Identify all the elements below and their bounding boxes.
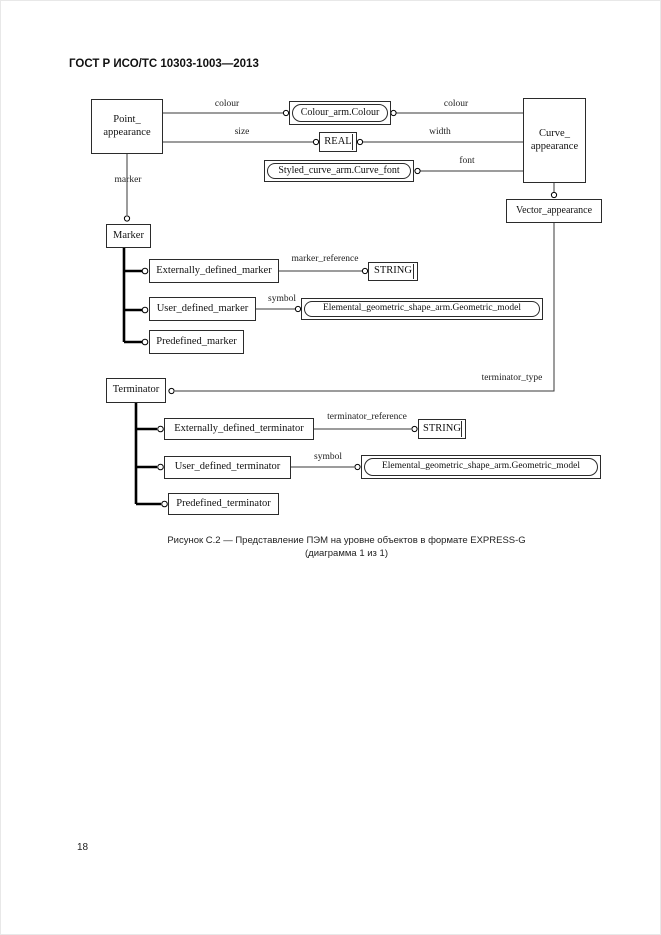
edge-label-width: width bbox=[429, 127, 451, 137]
entity-box-predefined-marker: Predefined_marker bbox=[149, 330, 244, 354]
entity-box-curve-appearance: Curve_ appearance bbox=[523, 98, 586, 183]
interschema-ref-shape: Colour_arm.Colour bbox=[292, 104, 388, 122]
page-header-title: ГОСТ Р ИСО/ТС 10303-1003—2013 bbox=[69, 58, 259, 70]
entity-label: User_defined_terminator bbox=[174, 461, 281, 473]
entity-box-predefined-terminator: Predefined_terminator bbox=[168, 493, 279, 515]
figure-caption-line2: (диаграмма 1 из 1) bbox=[305, 548, 388, 559]
type-box-string-terminator: STRING bbox=[418, 419, 466, 439]
edge-label-terminator-reference: terminator_reference bbox=[327, 412, 407, 422]
entity-box-externally-defined-terminator: Externally_defined_terminator bbox=[164, 418, 314, 440]
entity-label: Curve_ appearance bbox=[530, 128, 579, 152]
type-box-string-marker: STRING bbox=[368, 262, 418, 281]
entity-label: Predefined_marker bbox=[156, 335, 237, 347]
simple-type-double-bar bbox=[413, 264, 414, 279]
ref-label: Elemental_geometric_shape_arm.Geometric_… bbox=[322, 303, 522, 314]
ref-box-elemental-geometric-marker: Elemental_geometric_shape_arm.Geometric_… bbox=[301, 298, 543, 320]
entity-box-vector-appearance: Vector_appearance bbox=[506, 199, 602, 223]
simple-type-double-bar bbox=[461, 421, 462, 437]
edge-label-terminator-type: terminator_type bbox=[481, 373, 543, 383]
type-label: STRING bbox=[423, 422, 461, 434]
interschema-ref-shape: Styled_curve_arm.Curve_font bbox=[267, 163, 411, 179]
interschema-ref-shape: Elemental_geometric_shape_arm.Geometric_… bbox=[304, 301, 540, 317]
edge-label-marker-reference: marker_reference bbox=[291, 254, 359, 264]
edge-label-colour-right: colour bbox=[443, 99, 469, 109]
edge-label-marker: marker bbox=[114, 175, 142, 185]
entity-box-user-defined-marker: User_defined_marker bbox=[149, 297, 256, 321]
entity-box-user-defined-terminator: User_defined_terminator bbox=[164, 456, 291, 479]
entity-label: Marker bbox=[113, 229, 144, 241]
entity-box-externally-defined-marker: Externally_defined_marker bbox=[149, 259, 279, 283]
type-label: STRING bbox=[374, 265, 412, 277]
entity-label: Predefined_terminator bbox=[176, 497, 271, 509]
entity-box-point-appearance: Point_ appearance bbox=[91, 99, 163, 154]
type-box-real: REAL bbox=[319, 132, 357, 152]
ref-label: Colour_arm.Colour bbox=[300, 107, 380, 119]
edge-label-symbol-marker: symbol bbox=[268, 294, 296, 304]
interschema-ref-shape: Elemental_geometric_shape_arm.Geometric_… bbox=[364, 458, 598, 476]
entity-label: Externally_defined_marker bbox=[156, 264, 272, 276]
ref-box-colour-arm-colour: Colour_arm.Colour bbox=[289, 101, 391, 125]
edge-label-colour-left: colour bbox=[214, 99, 240, 109]
ref-box-elemental-geometric-terminator: Elemental_geometric_shape_arm.Geometric_… bbox=[361, 455, 601, 479]
edge-label-size: size bbox=[234, 127, 250, 137]
edge-label-font: font bbox=[459, 156, 475, 166]
type-label: REAL bbox=[324, 135, 352, 147]
entity-box-terminator: Terminator bbox=[106, 378, 166, 403]
entity-label: User_defined_marker bbox=[156, 302, 249, 314]
ref-box-styled-curve-font: Styled_curve_arm.Curve_font bbox=[264, 160, 414, 182]
edge-label-symbol-terminator: symbol bbox=[314, 452, 342, 462]
page-number: 18 bbox=[77, 842, 89, 853]
ref-label: Elemental_geometric_shape_arm.Geometric_… bbox=[381, 461, 581, 472]
entity-label: Terminator bbox=[112, 384, 160, 396]
entity-label: Point_ appearance bbox=[103, 114, 151, 138]
simple-type-double-bar bbox=[352, 134, 353, 150]
figure-caption-line1: Рисунок С.2 — Представление ПЭМ на уровн… bbox=[167, 535, 526, 546]
entity-label: Vector_appearance bbox=[515, 205, 593, 217]
entity-box-marker: Marker bbox=[106, 224, 151, 248]
entity-label: Externally_defined_terminator bbox=[174, 422, 304, 434]
ref-label: Styled_curve_arm.Curve_font bbox=[278, 165, 400, 177]
